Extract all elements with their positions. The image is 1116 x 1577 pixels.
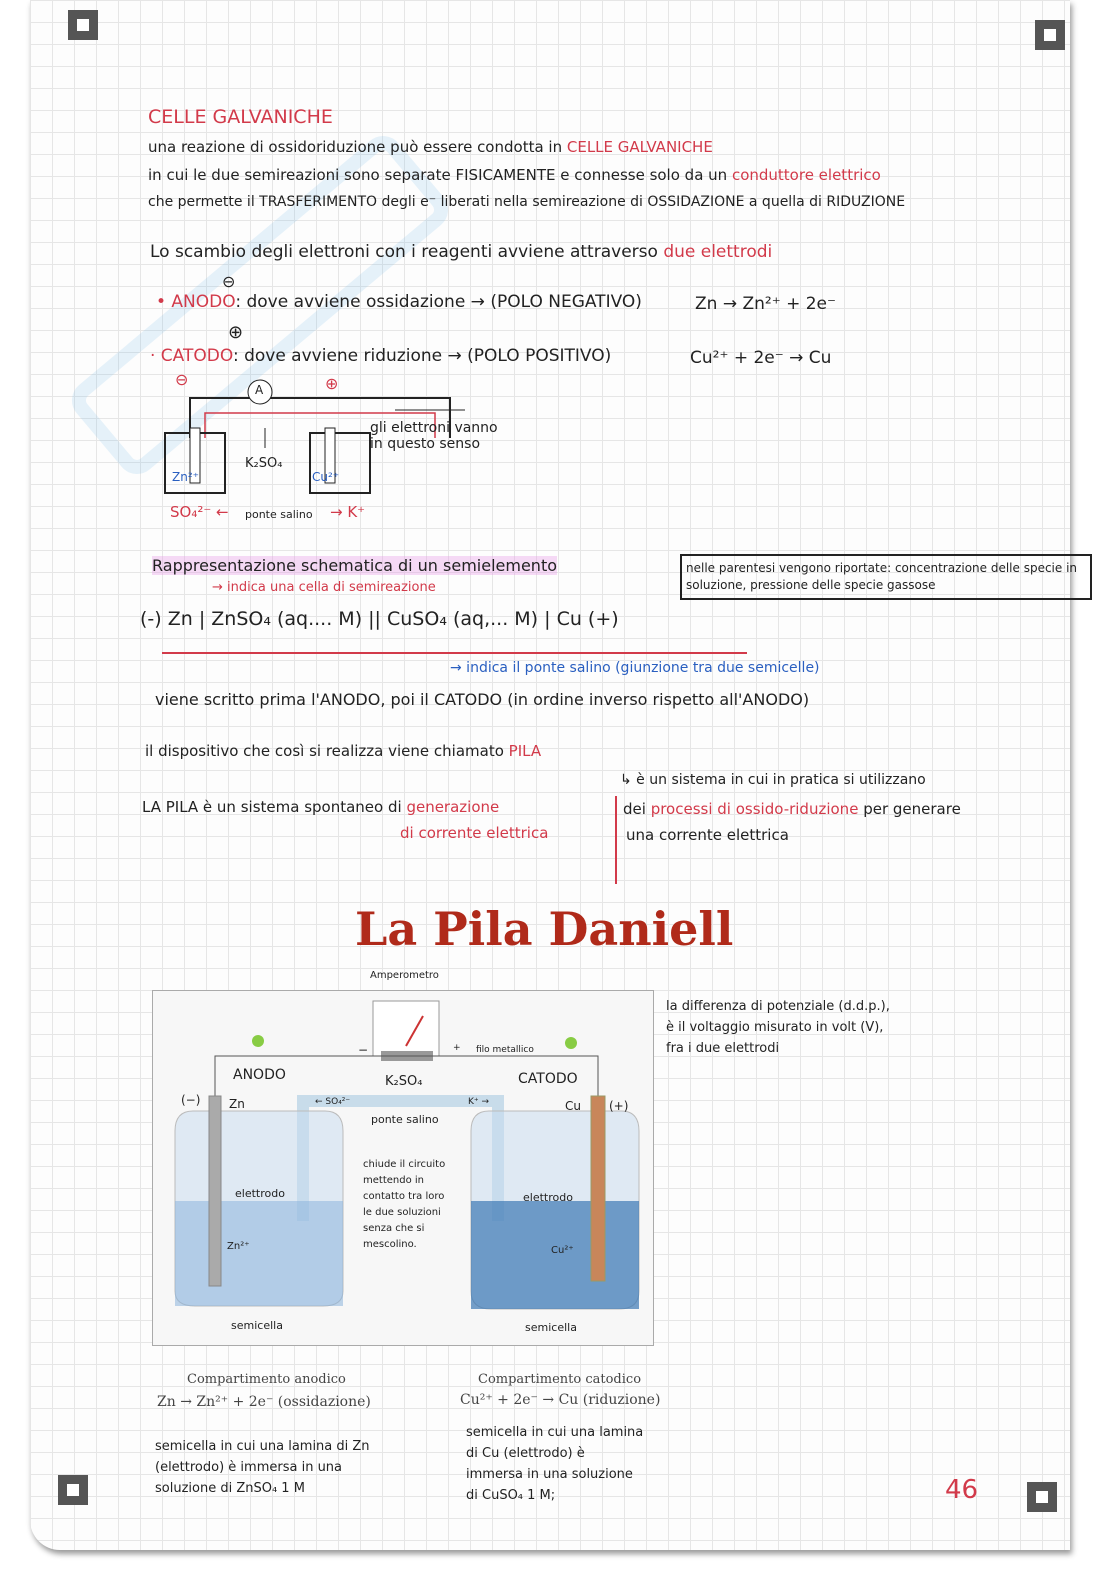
- text-highlight: generazione: [406, 798, 500, 816]
- anode-label: ANODO: [233, 1067, 286, 1083]
- bracket-line: [162, 646, 747, 654]
- zn-label: Zn²⁺: [172, 470, 199, 484]
- so4-label: ← SO₄²⁻: [315, 1097, 351, 1107]
- note-box: nelle parentesi vengono riportate: conce…: [680, 554, 1092, 600]
- half-cell-label: semicella: [231, 1319, 283, 1332]
- cathode-label: CATODO: [518, 1071, 578, 1087]
- box-note-text: nelle parentesi vengono riportate: conce…: [686, 561, 1078, 592]
- plus-sign: ⊕: [228, 322, 244, 343]
- text-highlight: di corrente elettrica: [400, 824, 549, 842]
- text: una reazione di ossidoriduzione può esse…: [148, 138, 563, 156]
- electrode-label: elettrodo: [523, 1191, 573, 1204]
- text-highlight: PILA: [508, 742, 542, 760]
- positive-pole-label: (+): [609, 1099, 629, 1113]
- cu-label: Cu²⁺: [312, 470, 340, 484]
- zn-label: Zn: [229, 1097, 245, 1111]
- anodic-description: semicella in cui una lamina di Zn (elett…: [155, 1439, 370, 1496]
- text: : dove avviene ossidazione → (POLO NEGAT…: [235, 292, 642, 312]
- text: dei: [623, 800, 646, 818]
- cathodic-title: Compartimento catodico: [478, 1372, 642, 1387]
- electrode-label: elettrodo: [235, 1187, 285, 1200]
- anodo-equation: Zn → Zn²⁺ + 2e⁻: [695, 294, 836, 314]
- cathodic-description: semicella in cui una lamina di Cu (elett…: [466, 1425, 644, 1503]
- cu-ion-label: Cu²⁺: [551, 1245, 574, 1256]
- text: LA PILA è un sistema spontaneo di: [142, 798, 402, 816]
- ponte-note: → indica il ponte salino (giunzione tra …: [450, 660, 820, 676]
- salt-label: K₂SO₄: [245, 456, 283, 471]
- page-number: 46: [945, 1475, 979, 1505]
- ammeter-label: Amperometro: [370, 970, 439, 981]
- salt-label: K₂SO₄: [385, 1074, 423, 1089]
- catodo-label: · CATODO: [150, 346, 233, 366]
- text: una corrente elettrica: [626, 826, 789, 844]
- cu-label: Cu: [565, 1099, 581, 1113]
- half-cell-label: semicella: [525, 1321, 577, 1334]
- text: il dispositivo che così si realizza vien…: [145, 742, 504, 760]
- daniell-illustration: [174, 1000, 640, 1310]
- electron-direction-note: gli elettroni vanno in questo senso: [370, 420, 498, 452]
- order-note: viene scritto prima l'ANODO, poi il CATO…: [155, 690, 810, 709]
- zn-ion-label: Zn²⁺: [227, 1241, 250, 1252]
- so4-label: SO₄²⁻ ←: [170, 503, 229, 521]
- anodic-equation: Zn → Zn²⁺ + 2e⁻ (ossidazione): [157, 1394, 371, 1410]
- daniell-title: La Pila Daniell: [355, 902, 734, 956]
- text: Lo scambio degli elettroni con i reagent…: [150, 242, 658, 262]
- k-label: → K⁺: [330, 503, 366, 521]
- text: : dove avviene riduzione → (POLO POSITIV…: [232, 346, 612, 366]
- wire-label: filo metallico: [476, 1045, 534, 1055]
- minus-sign: ⊖: [175, 370, 189, 389]
- text-highlight: due elettrodi: [663, 242, 773, 262]
- anodic-title: Compartimento anodico: [187, 1372, 346, 1387]
- ddp-note: la differenza di potenziale (d.d.p.), è …: [666, 999, 890, 1056]
- text: che permette il TRASFERIMENTO degli e⁻ l…: [148, 194, 906, 210]
- text: per generare: [863, 800, 961, 818]
- minus-label: −: [358, 1043, 369, 1057]
- anodo-label: • ANODO: [156, 292, 236, 312]
- salt-bridge-note: chiude il circuito mettendo in contatto …: [363, 1159, 446, 1250]
- salt-bridge-label: ponte salino: [371, 1113, 439, 1126]
- cathodic-equation: Cu²⁺ + 2e⁻ → Cu (riduzione): [460, 1392, 661, 1408]
- ponte-label: ponte salino: [245, 508, 313, 521]
- minus-sign: ⊖: [222, 272, 236, 291]
- daniell-cell-figure: − + filo metallico ANODO CATODO K₂SO₄ (−…: [152, 990, 654, 1346]
- corner-marker-icon: [68, 10, 98, 40]
- plus-sign: ⊕: [325, 374, 339, 393]
- section-title: CELLE GALVANICHE: [148, 106, 333, 128]
- plus-label: +: [453, 1043, 461, 1053]
- schema-title: Rappresentazione schematica di un semiel…: [152, 556, 557, 575]
- divider: [615, 796, 617, 884]
- schema-note: → indica una cella di semireazione: [212, 580, 436, 595]
- k-label: K⁺ →: [468, 1097, 490, 1107]
- galvanic-cell-sketch: [164, 379, 465, 494]
- notebook-page: CELLE GALVANICHE una reazione di ossidor…: [30, 0, 1092, 1550]
- cell-notation: (-) Zn | ZnSO₄ (aq.... M) || CuSO₄ (aq,.…: [140, 608, 619, 630]
- ammeter-icon: A: [255, 383, 264, 397]
- pila-def: ↳ è un sistema in cui in pratica si util…: [620, 772, 926, 788]
- corner-marker-icon: [1035, 20, 1065, 50]
- catodo-equation: Cu²⁺ + 2e⁻ → Cu: [690, 348, 832, 368]
- text-highlight: conduttore elettrico: [731, 166, 881, 184]
- negative-pole-label: (−): [181, 1093, 201, 1107]
- text-highlight: processi di ossido-riduzione: [650, 800, 859, 818]
- corner-marker-icon: [1027, 1482, 1057, 1512]
- corner-marker-icon: [58, 1475, 88, 1505]
- text-highlight: CELLE GALVANICHE: [566, 138, 713, 156]
- text: in cui le due semireazioni sono separate…: [148, 166, 728, 184]
